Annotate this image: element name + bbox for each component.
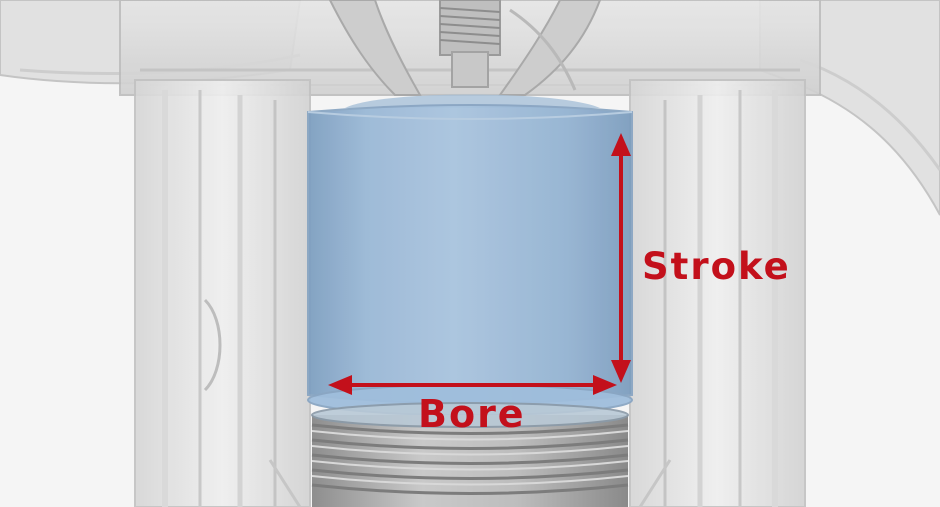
piston	[311, 402, 629, 507]
bore-label: Bore	[418, 392, 526, 436]
block-walls	[134, 79, 806, 507]
cylinder-volume	[307, 104, 633, 416]
valves	[328, 0, 602, 96]
bore-arrow	[328, 375, 617, 395]
spark-plug	[439, 0, 501, 88]
stroke-label: Stroke	[642, 245, 791, 288]
stroke-arrow	[611, 133, 631, 383]
combustion-chamber	[345, 94, 600, 108]
